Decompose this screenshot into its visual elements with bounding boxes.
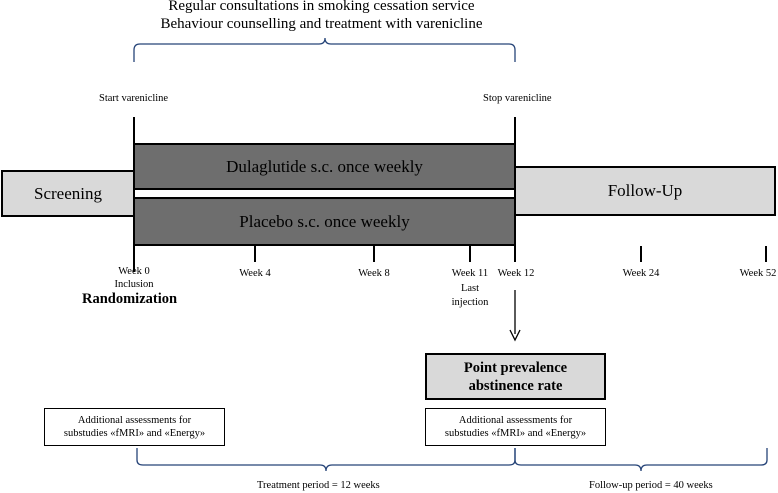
week0-label: Week 0 bbox=[118, 266, 150, 277]
outcome-line-1: Point prevalence bbox=[463, 359, 568, 376]
treatment-period-label: Treatment period = 12 weeks bbox=[257, 480, 380, 491]
dulaglutide-label: Dulaglutide s.c. once weekly bbox=[226, 156, 423, 176]
randomization-label: Randomization bbox=[82, 291, 178, 307]
header-line-1: Regular consultations in smoking cessati… bbox=[168, 0, 475, 14]
week24-label: Week 24 bbox=[622, 268, 660, 279]
assessment-right-line-2: substudies «fMRI» and «Energy» bbox=[444, 428, 587, 439]
start-varenicline-label: Start varenicline bbox=[99, 93, 169, 104]
placebo-bar: Placebo s.c. once weekly bbox=[133, 197, 516, 246]
placebo-label: Placebo s.c. once weekly bbox=[239, 211, 410, 231]
week4-label: Week 4 bbox=[239, 268, 271, 279]
followup-box: Follow-Up bbox=[514, 166, 776, 216]
assessment-left-line-1: Additional assessments for bbox=[77, 415, 192, 426]
top-bracket bbox=[133, 37, 516, 62]
assessment-box-left: Additional assessments for substudies «f… bbox=[44, 408, 225, 446]
header-line-2: Behaviour counselling and treatment with… bbox=[160, 16, 483, 32]
treatment-bracket bbox=[136, 448, 516, 472]
arrow-head bbox=[509, 329, 521, 342]
inclusion-label: Inclusion bbox=[114, 279, 154, 290]
injection-label: injection bbox=[451, 297, 489, 308]
week52-label: Week 52 bbox=[739, 268, 777, 279]
dulaglutide-bar: Dulaglutide s.c. once weekly bbox=[133, 143, 516, 190]
followup-bracket bbox=[514, 448, 768, 472]
followup-label: Follow-Up bbox=[607, 181, 683, 200]
outcome-box: Point prevalence abstinence rate bbox=[425, 353, 606, 400]
week11-label: Week 11 bbox=[451, 268, 489, 279]
week8-label: Week 8 bbox=[358, 268, 390, 279]
assessment-right-line-1: Additional assessments for bbox=[458, 415, 573, 426]
screening-box: Screening bbox=[1, 170, 135, 217]
outcome-line-2: abstinence rate bbox=[468, 377, 563, 394]
assessment-box-right: Additional assessments for substudies «f… bbox=[425, 408, 606, 446]
last-label: Last bbox=[460, 283, 480, 294]
assessment-left-line-2: substudies «fMRI» and «Energy» bbox=[63, 428, 206, 439]
week12-label: Week 12 bbox=[497, 268, 535, 279]
screening-label: Screening bbox=[34, 183, 102, 203]
stop-varenicline-label: Stop varenicline bbox=[483, 93, 552, 104]
followup-period-label: Follow-up period = 40 weeks bbox=[589, 480, 713, 491]
